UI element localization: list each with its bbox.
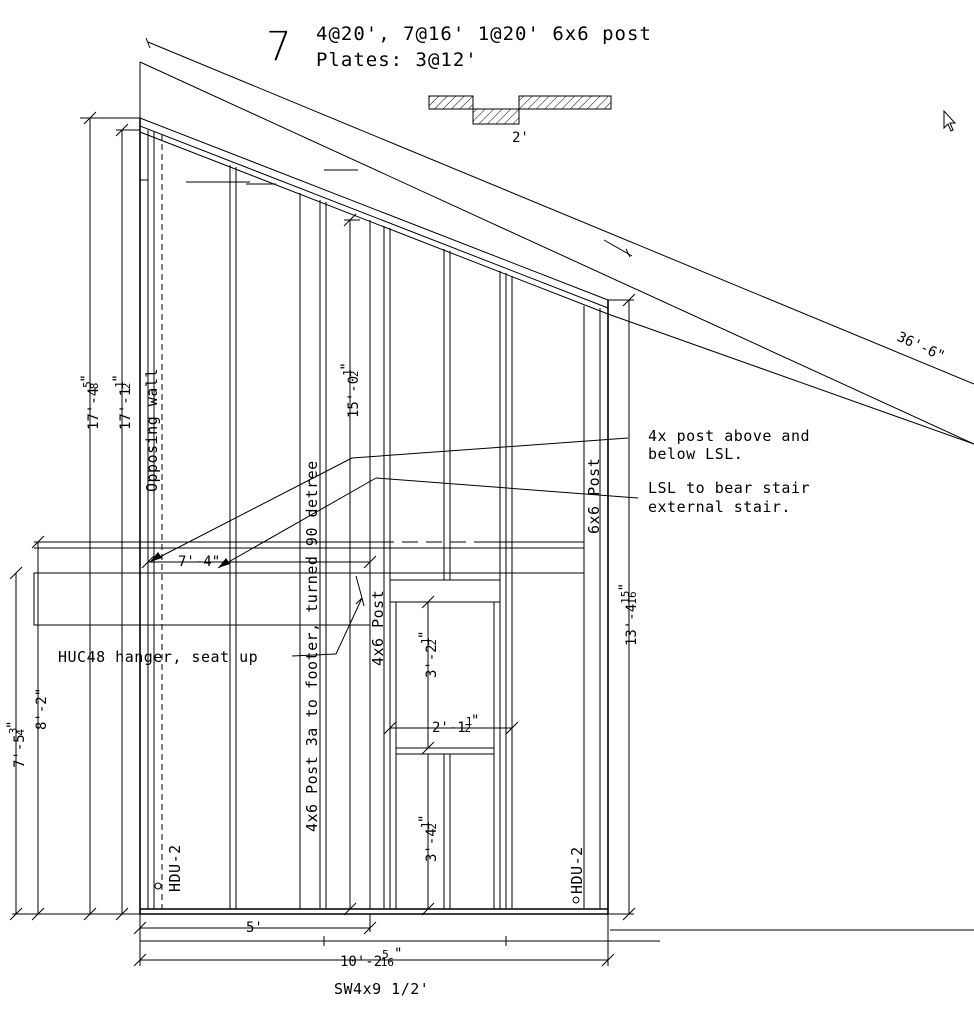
total-height-dim: 17'-458" <box>79 374 102 430</box>
opening-lower-dim: 3'-412" <box>417 815 440 862</box>
note-lsl-line1: LSL to bear stair <box>648 479 810 497</box>
opening-dimensions <box>383 595 519 916</box>
bottom-dimensions <box>133 914 974 967</box>
hanger-leader <box>291 575 365 657</box>
post-6x6-label: 6x6 Post <box>585 458 603 534</box>
mouse-cursor-icon <box>943 109 957 132</box>
studs <box>147 130 513 909</box>
beam-height-inner-dim: 7'-534" <box>5 721 28 768</box>
hdu-left-anchor-icon <box>154 882 162 890</box>
lsl-beam <box>33 541 584 626</box>
opening-upper-dim: 3'-212" <box>417 631 440 678</box>
hdu-right-label: HDU-2 <box>568 846 586 894</box>
opposing-wall-label: Opposing wall <box>143 368 161 492</box>
hanger-label: HUC48 hanger, seat up <box>58 648 258 666</box>
beam-height-outer-dim: 8'-2" <box>34 688 50 730</box>
rafter-length-dim: 36'-6" <box>894 329 947 365</box>
right-height-dimension <box>608 293 636 921</box>
post-4x6-label: 4x6 Post <box>369 590 387 666</box>
post-height-dimension <box>343 213 360 916</box>
hdu-left-label: HDU-2 <box>166 844 184 892</box>
top-marks <box>140 169 358 185</box>
inner-height-dim: 17'-112" <box>111 374 134 430</box>
wall-frame <box>139 118 609 915</box>
shear-wall-label: SW4x9 1/2' <box>334 980 429 998</box>
beam-span-dim: 7'-4" <box>178 554 220 570</box>
post-3a-label: 4x6 Post 3a to footer, turned 90 detree <box>303 460 321 832</box>
post-height-dim: 15'-012" <box>339 362 362 418</box>
lumber-list-line2: Plates: 3@12' <box>316 49 478 71</box>
roof-rafter <box>139 37 974 445</box>
half-width-dim: 5' <box>246 920 263 936</box>
note-leaders <box>149 437 639 569</box>
left-dimensions <box>9 111 140 921</box>
hdu-right-anchor-icon <box>572 896 580 904</box>
sheet-number: 7 <box>266 24 291 70</box>
wall-opening <box>390 579 500 909</box>
plate-offset-detail: 2' <box>428 95 612 146</box>
beam-span-dimension <box>141 555 377 569</box>
note-lsl-line2: external stair. <box>648 498 791 516</box>
lumber-list-line1: 4@20', 7@16' 1@20' 6x6 post <box>316 23 652 45</box>
offset-label: 2' <box>512 130 529 146</box>
right-height-dim: 13'-41516" <box>617 583 640 646</box>
note-post-line2: below LSL. <box>648 445 743 463</box>
note-post-line1: 4x post above and <box>648 427 810 445</box>
